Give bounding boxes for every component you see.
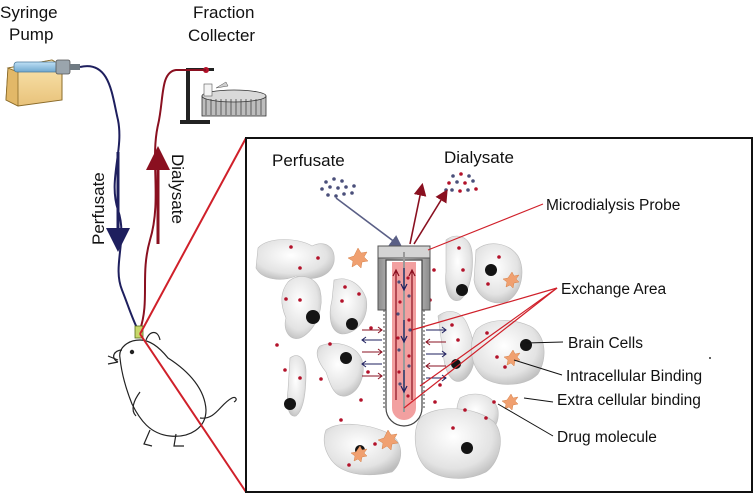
extracellular-binding-label: Extra cellular binding <box>557 392 701 409</box>
brain-cell <box>473 243 523 304</box>
binding-star <box>503 349 521 367</box>
intracellular-pointer <box>513 359 563 376</box>
drug-molecules <box>275 245 507 467</box>
nucleus <box>306 310 320 324</box>
brain-cell <box>445 235 473 301</box>
brain-cell <box>329 278 368 335</box>
binding-star <box>347 247 369 269</box>
syringe-pump-label-line2: Pump <box>9 25 53 44</box>
brain-cells-pointer <box>525 341 564 344</box>
nucleus <box>346 318 358 330</box>
nucleus <box>340 352 352 364</box>
exchange-pointer-3 <box>403 287 558 409</box>
perfusate-inset-label: Perfusate <box>272 151 345 170</box>
pointer-lines <box>403 203 558 409</box>
dialysate-outflow-arrow-2 <box>413 189 448 245</box>
drug-molecule-label: Drug molecule <box>557 429 657 446</box>
exchange-area-label: Exchange Area <box>561 281 667 298</box>
binding-stars <box>347 247 521 463</box>
nucleus <box>284 398 296 410</box>
brain-cell <box>471 320 545 385</box>
fraction-collector <box>180 67 267 124</box>
rat-illustration <box>107 325 237 447</box>
microdialysis-probe <box>377 245 431 427</box>
dialysate-cluster <box>444 172 478 193</box>
binding-star <box>502 271 520 289</box>
microdialysis-probe-label: Microdialysis Probe <box>546 197 680 214</box>
stray-dot <box>709 357 711 359</box>
brain-cell <box>414 408 501 479</box>
zoom-line-bottom <box>139 333 247 493</box>
perfusate-inflow-arrow <box>335 197 403 248</box>
nucleus <box>520 339 532 351</box>
binding-star <box>501 393 519 411</box>
fraction-collector-label-line2: Collecter <box>188 26 255 45</box>
drug-molecule-pointer <box>497 403 554 437</box>
perfusate-cluster <box>320 177 356 198</box>
dialysate-inset-label: Dialysate <box>444 148 514 167</box>
brain-cells-label: Brain Cells <box>568 335 643 352</box>
binding-star <box>350 445 368 463</box>
exchange-pointer-2 <box>419 287 558 387</box>
nucleus <box>485 264 497 276</box>
brain-cell <box>255 239 335 280</box>
exchange-arrows <box>361 326 447 382</box>
syringe-pump <box>5 59 80 107</box>
binding-star <box>377 429 399 451</box>
perfusate-tube-label: Perfusate <box>89 172 108 245</box>
extracellular-pointer <box>523 397 554 403</box>
syringe-pump-label-line1: Syringe <box>0 3 58 22</box>
exchange-pointer-1 <box>411 287 558 331</box>
callout-lines <box>497 341 564 437</box>
probe-pointer <box>427 203 544 251</box>
nucleus <box>461 442 473 454</box>
zoom-line-top <box>139 137 247 335</box>
nucleus <box>456 284 468 296</box>
dialysate-tube-label: Dialysate <box>168 154 187 224</box>
intracellular-binding-label: Intracellular Binding <box>566 368 702 385</box>
dialysate-outflow-arrow-1 <box>409 182 427 245</box>
dialysate-tubing <box>139 69 206 331</box>
fraction-collector-label-line1: Fraction <box>193 3 254 22</box>
